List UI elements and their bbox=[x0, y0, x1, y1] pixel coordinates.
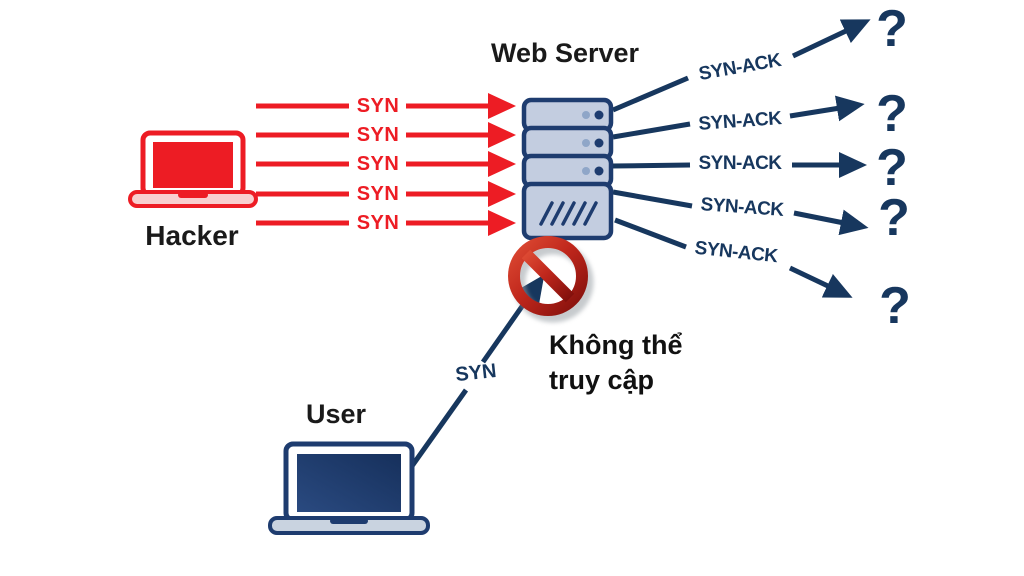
web-server-icon bbox=[521, 97, 614, 241]
syn-label: SYN bbox=[356, 183, 400, 205]
blocked-message: Không thể truy cập bbox=[549, 328, 682, 398]
no-entry-icon bbox=[508, 236, 594, 323]
question-mark: ? bbox=[876, 0, 908, 58]
question-mark: ? bbox=[876, 85, 908, 143]
question-mark: ? bbox=[879, 277, 911, 335]
syn-label: SYN bbox=[356, 212, 400, 234]
syn-label: SYN bbox=[356, 153, 400, 175]
syn-label: SYN bbox=[356, 124, 400, 146]
hacker-label: Hacker bbox=[145, 220, 239, 251]
web-server-title: Web Server bbox=[490, 38, 640, 68]
question-mark: ? bbox=[878, 189, 910, 247]
user-label: User bbox=[305, 399, 367, 429]
user-laptop-icon bbox=[268, 441, 430, 535]
question-mark: ? bbox=[876, 139, 908, 197]
syn-ack-label: SYN-ACK bbox=[698, 153, 782, 174]
syn-label: SYN bbox=[356, 95, 400, 117]
response-arrow-lines bbox=[611, 19, 871, 298]
blocked-message-line1: Không thể bbox=[549, 330, 683, 360]
hacker-laptop-icon bbox=[128, 130, 258, 208]
blocked-message-line2: truy cập bbox=[549, 365, 655, 395]
attack-arrow-lines bbox=[256, 93, 516, 237]
